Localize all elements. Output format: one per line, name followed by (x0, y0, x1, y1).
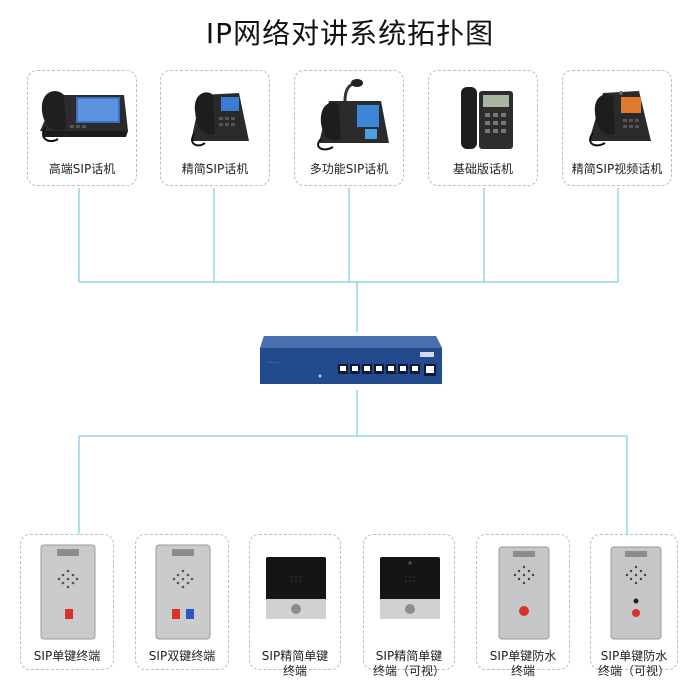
phone-touchscreen-icon (40, 91, 128, 143)
device-card-high-end-phone[interactable]: 高端SIP话机 (27, 70, 137, 186)
device-card-multifunction-phone[interactable]: 多功能SIP话机 (294, 70, 404, 186)
phone-simple-icon (461, 87, 513, 149)
device-card-slim-single-key-terminal[interactable]: SIP精简单键终端 (249, 534, 341, 678)
phone-basic-display-icon (191, 92, 249, 147)
device-card-slim-phone[interactable]: 精简SIP话机 (160, 70, 270, 186)
device-label: SIP单键防水终端（可视） (597, 649, 670, 678)
device-card-single-key-terminal[interactable]: SIP单键终端 (20, 534, 114, 670)
device-label: 精简SIP话机 (181, 162, 249, 176)
device-label: SIP精简单键终端 (261, 649, 329, 678)
device-label: SIP精简单键终端（可视） (372, 649, 445, 678)
intercom-waterproof-camera-icon (610, 546, 662, 640)
device-card-waterproof-single-key-video-terminal[interactable]: SIP单键防水终端（可视） (590, 534, 678, 678)
network-switch-icon: ····· ···· (260, 336, 442, 384)
intercom-panel-icon (40, 544, 96, 640)
device-label: 基础版话机 (452, 162, 513, 176)
device-label: SIP双键终端 (148, 649, 216, 663)
phone-gooseneck-icon (317, 79, 389, 151)
intercom-slim-camera-icon (380, 557, 440, 619)
device-card-double-key-terminal[interactable]: SIP双键终端 (135, 534, 229, 670)
device-label: SIP单键防水终端 (489, 649, 557, 678)
device-card-basic-phone[interactable]: 基础版话机 (428, 70, 538, 186)
device-label: 多功能SIP话机 (309, 162, 389, 176)
intercom-slim-icon (266, 557, 326, 619)
diagram-title: IP网络对讲系统拓扑图 (205, 17, 495, 50)
device-label: SIP单键终端 (33, 649, 101, 663)
device-label: 高端SIP话机 (48, 162, 116, 176)
phone-video-icon (589, 91, 651, 147)
device-card-video-phone[interactable]: 精简SIP视频话机 (562, 70, 672, 186)
device-card-slim-single-key-video-terminal[interactable]: SIP精简单键终端（可视） (363, 534, 455, 678)
svg-text:····· ····: ····· ···· (268, 360, 281, 365)
intercom-waterproof-icon (498, 546, 550, 640)
device-label: 精简SIP视频话机 (571, 162, 663, 176)
device-card-waterproof-single-key-terminal[interactable]: SIP单键防水终端 (476, 534, 570, 678)
intercom-panel-two-button-icon (155, 544, 211, 640)
